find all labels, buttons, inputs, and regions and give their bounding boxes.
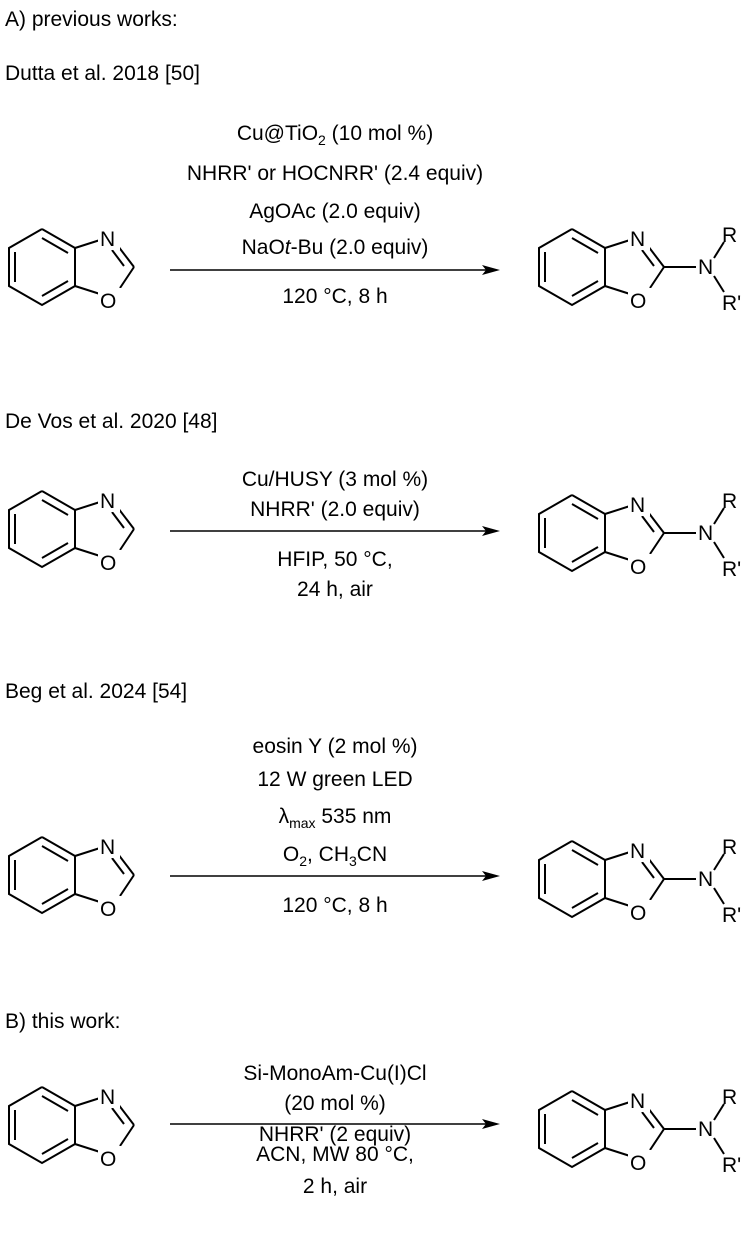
svg-text:N: N — [630, 494, 645, 517]
svg-text:O: O — [100, 898, 116, 921]
aminobenzoxazole-product: N O N R R' — [538, 490, 741, 581]
svg-text:O: O — [630, 556, 646, 579]
condition-line: NHRR' or HOCNRR' (2.4 equiv) — [186, 162, 484, 185]
condition-line: (20 mol %) — [284, 1092, 386, 1115]
condition-line: NHRR' (2.0 equiv) — [250, 498, 420, 521]
condition-line: Cu@TiO2 (10 mol %) — [236, 122, 434, 149]
citation-dutta: Dutta et al. 2018 [50] — [5, 62, 200, 85]
svg-text:O: O — [630, 902, 646, 925]
panel-b-heading: B) this work: — [5, 1010, 121, 1033]
svg-text:N: N — [630, 840, 645, 863]
reaction-dutta: Cu@TiO2 (10 mol %) NHRR' or HOCNRR' (2.4… — [0, 0, 747, 400]
svg-text:N: N — [100, 228, 115, 251]
svg-text:N: N — [698, 256, 713, 279]
svg-text:N: N — [100, 490, 115, 513]
condition-line: eosin Y (2 mol %) — [252, 735, 418, 758]
svg-text:N: N — [630, 1090, 645, 1113]
benzoxazole-reactant: N O — [8, 834, 135, 921]
aminobenzoxazole-product: N O N R R' — [538, 836, 741, 927]
reaction-arrow — [170, 1119, 500, 1129]
reaction-devos: Cu/HUSY (3 mol %) NHRR' (2.0 equiv) HFIP… — [8, 468, 741, 601]
condition-line: NHRR' (2 equiv) — [258, 1123, 412, 1146]
svg-text:N: N — [630, 228, 645, 251]
condition-line: 2 h, air — [302, 1175, 368, 1198]
condition-line: O2, CH3CN — [282, 843, 388, 870]
svg-text:O: O — [100, 1148, 116, 1171]
svg-text:R: R — [722, 836, 737, 859]
svg-text:O: O — [100, 552, 116, 575]
benzoxazole-reactant: N O — [8, 488, 135, 575]
reaction-arrow — [170, 265, 500, 275]
panel-a-heading: A) previous works: — [5, 8, 178, 31]
svg-text:N: N — [698, 522, 713, 545]
condition-line: AgOAc (2.0 equiv) — [249, 200, 421, 223]
svg-text:O: O — [100, 290, 116, 313]
svg-text:R': R' — [722, 904, 741, 927]
condition-line: 24 h, air — [297, 578, 373, 601]
svg-text:R: R — [722, 490, 737, 513]
reaction-arrow — [170, 526, 500, 536]
svg-text:R: R — [722, 224, 737, 247]
condition-line: NaOt-Bu (2.0 equiv) — [241, 236, 429, 259]
aminobenzoxazole-product: N O N R R' — [538, 224, 741, 315]
reaction-beg: eosin Y (2 mol %) 12 W green LED λmax 53… — [8, 735, 741, 927]
svg-text:N: N — [100, 1086, 115, 1109]
condition-line: λmax 535 nm — [278, 805, 392, 832]
svg-text:N: N — [698, 1118, 713, 1141]
svg-text:N: N — [698, 868, 713, 891]
aminobenzoxazole-product: N O N R R' — [538, 1086, 741, 1177]
svg-text:R': R' — [722, 558, 741, 581]
condition-line: Si-MonoAm-Cu(I)Cl — [243, 1062, 427, 1085]
reaction-arrow — [170, 871, 500, 881]
citation-devos: De Vos et al. 2020 [48] — [5, 410, 218, 433]
citation-beg: Beg et al. 2024 [54] — [5, 680, 188, 703]
condition-line: ACN, MW 80 °C, — [256, 1143, 414, 1166]
svg-text:R': R' — [722, 1154, 741, 1177]
svg-text:R: R — [722, 1086, 737, 1109]
condition-line: 120 °C, 8 h — [282, 285, 388, 308]
condition-line: 120 °C, 8 h — [282, 894, 388, 917]
svg-text:R': R' — [722, 292, 741, 315]
condition-line: Cu/HUSY (3 mol %) — [241, 468, 429, 491]
condition-line: 12 W green LED — [257, 768, 413, 791]
condition-line: HFIP, 50 °C, — [277, 548, 393, 571]
benzoxazole-reactant: N O — [8, 1084, 135, 1171]
svg-text:O: O — [630, 290, 646, 313]
benzoxazole-reactant: N O — [8, 226, 135, 313]
svg-text:O: O — [630, 1152, 646, 1175]
svg-text:N: N — [100, 836, 115, 859]
